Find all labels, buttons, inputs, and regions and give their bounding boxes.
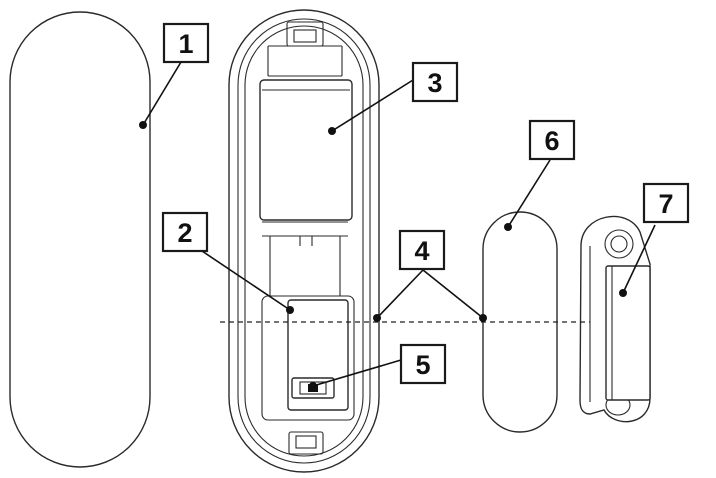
- part-magnet-holder: [579, 215, 651, 423]
- leader-lines: [142, 61, 656, 387]
- callout-6-label: 6: [544, 126, 559, 156]
- callout-4: 4: [398, 229, 446, 271]
- callout-1-label: 1: [178, 29, 193, 59]
- callout-2: 2: [161, 211, 209, 253]
- callout-6: 6: [528, 119, 576, 161]
- callout-5: 5: [399, 343, 447, 385]
- callout-7: 7: [642, 182, 690, 224]
- callout-5-label: 5: [415, 350, 430, 380]
- part-battery: [259, 79, 353, 221]
- callout-3-label: 3: [427, 68, 442, 98]
- callout-7-label: 7: [658, 189, 673, 219]
- callout-2-label: 2: [177, 218, 192, 248]
- leader-dots: [139, 121, 627, 390]
- part-front-cover: [9, 11, 151, 468]
- callout-4-label: 4: [414, 236, 429, 266]
- callout-1: 1: [162, 22, 210, 64]
- callout-3: 3: [411, 61, 459, 103]
